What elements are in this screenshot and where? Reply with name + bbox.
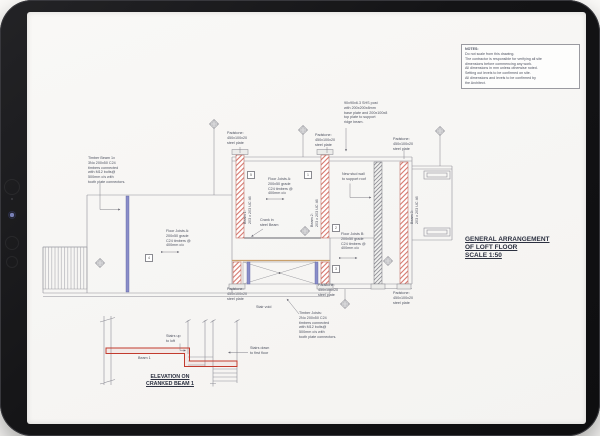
red-hatched-walls [232, 154, 409, 285]
section-marker-4: 4 [145, 254, 153, 262]
annotation-padstone-bottom-right: Padstone: 450x100x20 steel plate [393, 291, 414, 305]
annotation-crank: Crank in steel Beam [260, 218, 279, 227]
blue-highlighted-beams [125, 195, 319, 293]
bezel-reflection [6, 256, 18, 268]
annotation-padstone-top-mid: Padstone: 450x100x20 steel plate [315, 133, 336, 147]
drawing-title: GENERAL ARRANGEMENT OF LOFT FLOOR SCALE … [465, 236, 550, 260]
cranked-beam-elevation [105, 347, 238, 367]
annotation-new-stud-wall: New stud wall to support roof [342, 172, 366, 181]
elevation-stairs-down: Stairs down to first floor [250, 346, 270, 355]
section-marker-5: 5 [247, 171, 255, 179]
elevation-title: ELEVATION ON CRANKED BEAM 1 [146, 374, 194, 387]
annotation-shs-post: 90x90x6.3 SHS post with 200x200x8mm base… [344, 101, 388, 125]
annotation-floor-joists-a-mid: Floor Joists A: 200x50 grade C24 timbers… [268, 177, 293, 196]
annotation-timber-beam: Timber Beam 1x 3No 200x50 C24 timbers co… [88, 156, 126, 185]
elevation-beam-label: Beam 1 [138, 356, 151, 360]
section-marker-1: 1 [304, 171, 312, 179]
annotation-floor-joists-a-left: Floor Joists A: 200x50 grade C24 timbers… [166, 229, 191, 248]
elevation-leaders [179, 343, 248, 354]
annotation-padstone-top-left: Padstone: 450x100x20 steel plate [227, 131, 248, 145]
leader-lines [99, 128, 441, 315]
annotation-padstone-bottom-left: Padstone: 450x100x20 steel plate [227, 287, 248, 301]
hatched-roof-area [42, 246, 88, 290]
notes-title: NOTES: [465, 47, 479, 51]
section-marker-3: 3 [332, 265, 340, 273]
annotation-floor-joists-b: Floor Joists B: 200x50 grade C24 timbers… [341, 232, 366, 251]
annotation-stair-void: Stair void [256, 305, 272, 309]
annotation-beam-2: Beam 2: 203 x 203 UC 46 [310, 199, 319, 227]
annotation-beam-1: Beam 1: 203 x 203 UC 46 [243, 196, 252, 224]
elevation-stairs-up: Stairs up to loft [166, 334, 181, 343]
bezel-reflection [4, 179, 20, 195]
annotation-beam-3: Beam 3: 203 x 203 UC 46 [410, 196, 419, 224]
notes-body: Do not scale from this drawing. The cont… [465, 51, 542, 85]
ambient-sensor-dot [11, 198, 13, 200]
front-camera-lens [10, 213, 14, 217]
notes-box: NOTES: Do not scale from this drawing. T… [461, 44, 580, 89]
annotation-padstone-top-right: Padstone: 450x100x20 steel plate [393, 137, 414, 151]
annotation-timber-joists: Timber Joists: 2No 200x50 C24 timbers co… [299, 311, 337, 340]
section-marker-2: 2 [332, 224, 340, 232]
annotation-padstone-bottom-mid: Padstone: 450x100x20 steel plate [318, 283, 339, 297]
bezel-reflection [5, 236, 19, 250]
